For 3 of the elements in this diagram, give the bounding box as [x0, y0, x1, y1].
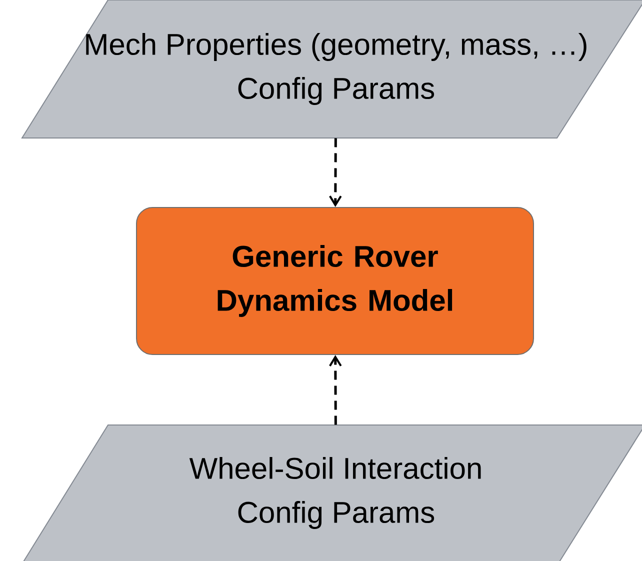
arrow: [329, 355, 342, 425]
arrow: [329, 138, 342, 207]
process-box: Generic Rover Dynamics Model: [136, 207, 534, 355]
